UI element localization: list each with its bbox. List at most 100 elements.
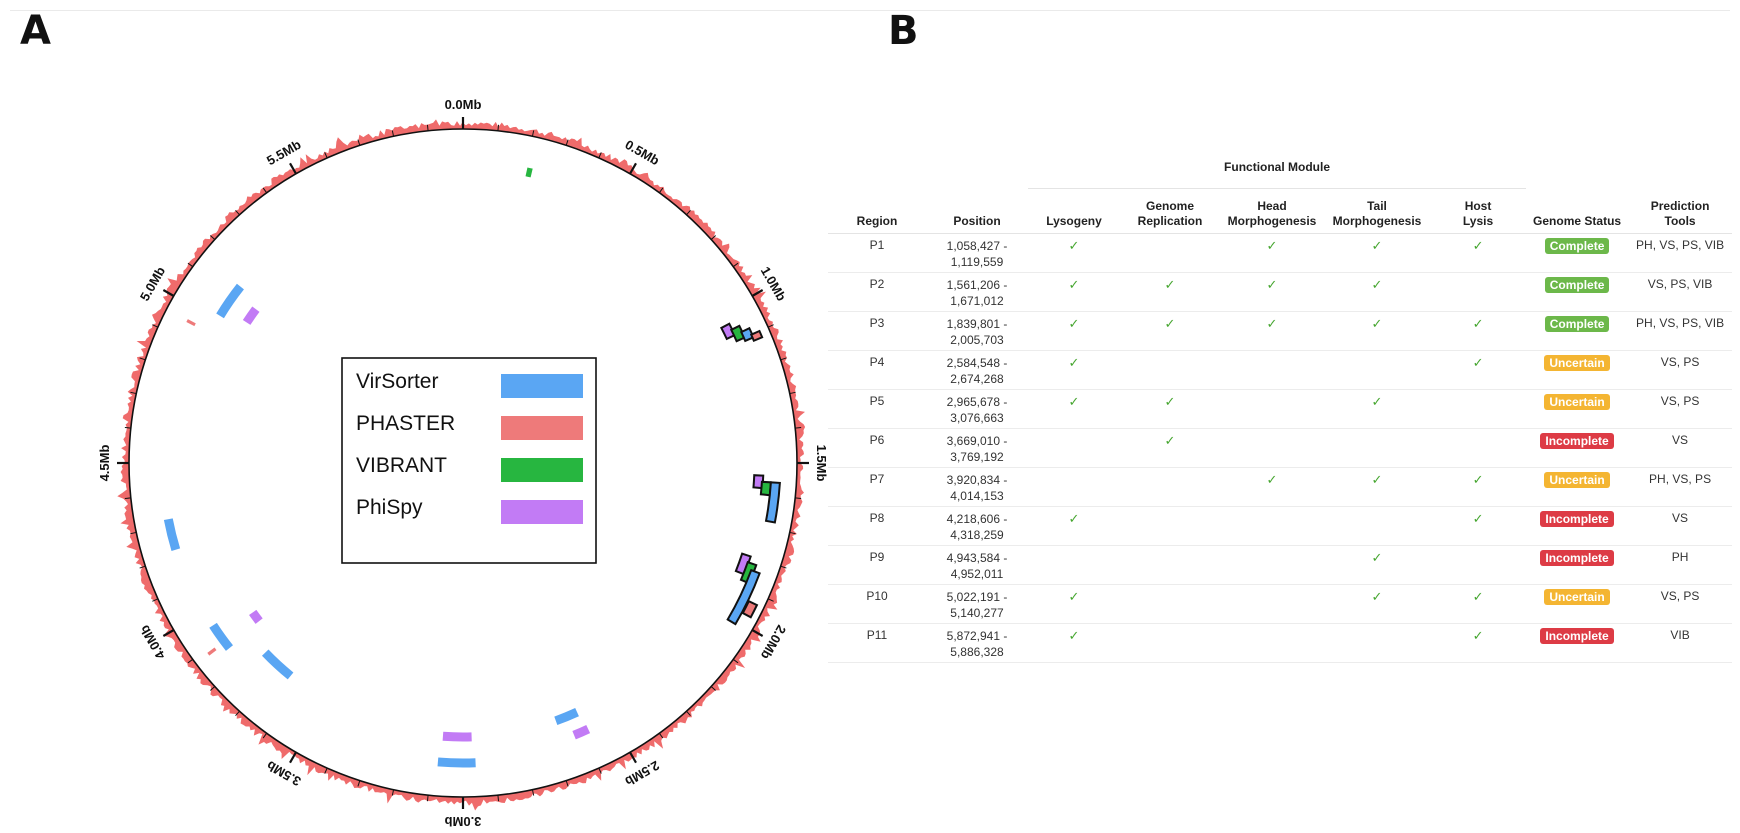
position-end: 5,886,328 [950, 645, 1004, 659]
genome-status-cell: Complete [1526, 233, 1629, 273]
vibrant-hit-block [729, 324, 747, 343]
prediction-tools-cell: VS, PS [1628, 584, 1733, 624]
legend-swatch-phaster [501, 416, 583, 440]
head-morphogenesis-cell [1220, 506, 1324, 546]
head-morphogenesis-cell [1220, 623, 1324, 663]
genome-status-cell: Complete [1526, 272, 1629, 312]
tail-morphogenesis-cell: ✓ [1324, 584, 1430, 624]
position-start: 1,058,427 - [946, 239, 1008, 253]
panel-a-label: A [20, 8, 51, 54]
tail-morphogenesis-cell: ✓ [1324, 467, 1430, 507]
minor-tick [152, 598, 159, 602]
head-morphogenesis-cell [1220, 545, 1324, 585]
position-cell: 3,920,834 -4,014,153 [926, 467, 1028, 507]
minor-tick [139, 565, 146, 569]
check-icon: ✓ [1068, 394, 1080, 409]
major-tick [162, 629, 175, 637]
status-badge: Incomplete [1540, 628, 1614, 644]
genome-replication-cell: ✓ [1120, 389, 1220, 429]
genome-status-cell: Incomplete [1526, 623, 1629, 663]
tail-morphogenesis-cell: ✓ [1324, 389, 1430, 429]
scale-label: 1.5Mb [814, 445, 829, 482]
status-badge: Uncertain [1544, 589, 1610, 605]
lysogeny-cell: ✓ [1028, 272, 1120, 312]
phispy-hit-block [249, 609, 263, 624]
top-divider [10, 10, 1730, 11]
genome-replication-cell: ✓ [1120, 272, 1220, 312]
region-cell: P7 [828, 467, 926, 507]
check-icon: ✓ [1472, 238, 1484, 253]
position-cell: 4,218,606 -4,318,259 [926, 506, 1028, 546]
lysogeny-cell [1028, 467, 1120, 507]
minor-tick [789, 391, 796, 395]
minor-tick [391, 789, 395, 796]
position-start: 1,839,801 - [946, 317, 1008, 331]
genome-status-cell: Incomplete [1526, 428, 1629, 468]
minor-tick [391, 130, 395, 137]
virsorter-hit-block [554, 708, 579, 726]
host-lysis-cell: ✓ [1430, 584, 1527, 624]
virsorter-hit-block [726, 568, 761, 626]
minor-tick [324, 767, 328, 774]
host-lysis-cell: ✓ [1430, 350, 1527, 390]
genome-status-cell: Incomplete [1526, 506, 1629, 546]
head-morphogenesis-cell: ✓ [1220, 233, 1324, 273]
prediction-tools-cell: VS, PS [1628, 350, 1733, 390]
position-cell: 5,872,941 -5,886,328 [926, 623, 1028, 663]
check-icon: ✓ [1164, 433, 1176, 448]
head-morphogenesis-cell [1220, 350, 1324, 390]
genome-replication-cell: ✓ [1120, 428, 1220, 468]
virsorter-hit-block [437, 757, 476, 768]
prediction-tools-cell: PH, VS, PS [1628, 467, 1733, 507]
status-badge: Uncertain [1544, 472, 1610, 488]
scale-label: 1.0Mb [758, 264, 789, 303]
minor-tick [139, 357, 146, 361]
major-tick [629, 162, 637, 175]
minor-tick [565, 780, 569, 787]
minor-tick [262, 187, 268, 194]
minor-tick [426, 124, 429, 131]
status-badge: Uncertain [1544, 394, 1610, 410]
minor-tick [795, 426, 802, 429]
virsorter-hit-block [261, 649, 294, 680]
genome-status-cell: Uncertain [1526, 584, 1629, 624]
genome-replication-cell [1120, 350, 1220, 390]
minor-tick [732, 262, 739, 268]
check-icon: ✓ [1472, 511, 1484, 526]
check-icon: ✓ [1164, 316, 1176, 331]
minor-tick [187, 658, 194, 664]
position-start: 1,561,206 - [946, 278, 1008, 292]
check-icon: ✓ [1266, 277, 1278, 292]
region-cell: P6 [828, 428, 926, 468]
status-badge: Incomplete [1540, 433, 1614, 449]
genome-replication-cell [1120, 545, 1220, 585]
tail-morphogenesis-cell: ✓ [1324, 233, 1430, 273]
status-badge: Complete [1544, 238, 1610, 254]
check-icon: ✓ [1068, 316, 1080, 331]
check-icon: ✓ [1371, 472, 1383, 487]
minor-tick [357, 780, 361, 787]
status-badge: Incomplete [1540, 511, 1614, 527]
minor-tick [789, 531, 796, 535]
check-icon: ✓ [1164, 394, 1176, 409]
position-start: 5,022,191 - [946, 590, 1008, 604]
minor-tick [658, 732, 664, 739]
minor-tick [531, 789, 535, 796]
head-morphogenesis-cell [1220, 389, 1324, 429]
host-lysis-cell: ✓ [1430, 623, 1527, 663]
status-badge: Incomplete [1540, 550, 1614, 566]
region-cell: P11 [828, 623, 926, 663]
head-morphogenesis-cell: ✓ [1220, 311, 1324, 351]
host-lysis-cell [1430, 428, 1527, 468]
virsorter-hit-block [764, 481, 781, 524]
position-end: 4,318,259 [950, 528, 1004, 542]
position-start: 4,943,584 - [946, 551, 1008, 565]
check-icon: ✓ [1068, 277, 1080, 292]
minor-tick [795, 497, 802, 500]
host-lysis-cell [1430, 389, 1527, 429]
phispy-hit-block [719, 322, 737, 341]
check-icon: ✓ [1472, 472, 1484, 487]
